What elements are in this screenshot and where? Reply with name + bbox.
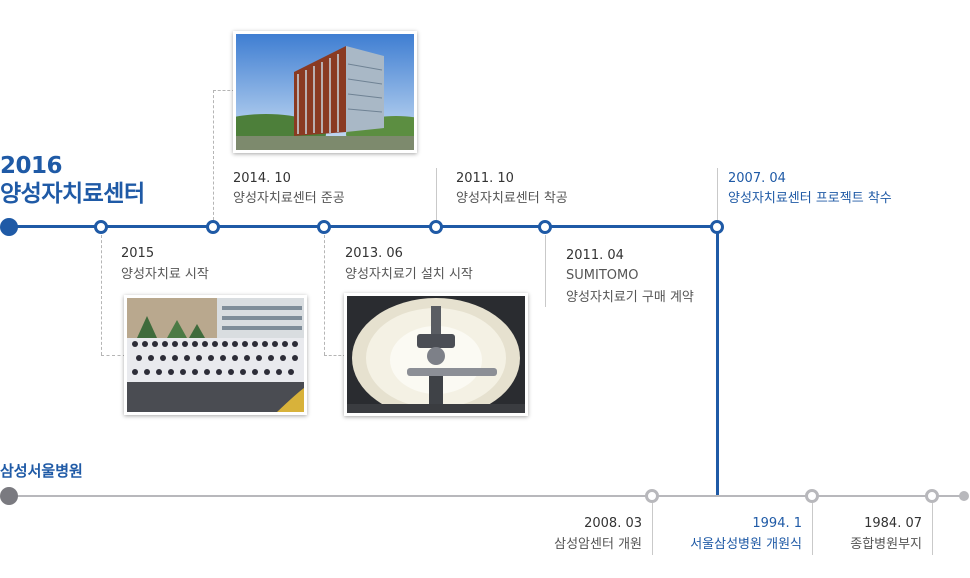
event-2007-04-date: 2007. 04 [728, 171, 786, 186]
bottom-timeline-end-dot [959, 491, 969, 501]
node-1994-1 [805, 489, 819, 503]
tick-2007-04 [717, 168, 718, 220]
connector-2015-h [101, 355, 126, 356]
top-timeline-start-dot [0, 218, 18, 236]
connector-2014-10-h [213, 90, 235, 91]
event-2011-10-date: 2011. 10 [456, 171, 514, 186]
node-2015 [94, 220, 108, 234]
event-2011-04-desc-line1: SUMITOMO [566, 268, 639, 283]
event-2008-03-date: 2008. 03 [584, 516, 642, 531]
node-1984-07 [925, 489, 939, 503]
event-2011-04-date: 2011. 04 [566, 248, 624, 263]
event-2015-date: 2015 [121, 246, 155, 261]
bottom-timeline-start-dot [0, 487, 18, 505]
node-2011-10 [429, 220, 443, 234]
tick-2008-03 [652, 503, 653, 555]
tick-1984-07 [932, 503, 933, 555]
event-1994-1-date: 1994. 1 [752, 516, 802, 531]
event-2008-03-desc: 삼성암센터 개원 [554, 537, 642, 552]
node-2007-04 [710, 220, 724, 234]
node-2008-03 [645, 489, 659, 503]
event-2014-10-desc: 양성자치료센터 준공 [233, 191, 345, 206]
event-1984-07-desc: 종합병원부지 [850, 537, 922, 552]
node-2013-06 [317, 220, 331, 234]
title-center-name: 양성자치료센터 [0, 181, 145, 207]
proton-therapy-machine-photo [344, 293, 528, 416]
event-2007-04-desc: 양성자치료센터 프로젝트 착수 [728, 191, 892, 206]
node-2014-10 [206, 220, 220, 234]
tick-2011-10 [436, 168, 437, 220]
tick-2011-04 [545, 235, 546, 307]
top-timeline-line [8, 225, 718, 228]
title-year: 2016 [0, 153, 63, 179]
connector-2015 [101, 235, 102, 355]
event-2011-04-desc-line2: 양성자치료기 구매 계약 [566, 290, 694, 305]
connector-vertical-line [716, 227, 719, 497]
node-2011-04 [538, 220, 552, 234]
event-2014-10-date: 2014. 10 [233, 171, 291, 186]
event-1994-1-desc: 서울삼성병원 개원식 [690, 537, 802, 552]
tick-1994-1 [812, 503, 813, 555]
hospital-timeline-title: 삼성서울병원 [0, 462, 83, 480]
event-2011-10-desc: 양성자치료센터 착공 [456, 191, 568, 206]
bottom-timeline-line [8, 495, 964, 497]
event-2015-desc: 양성자치료 시작 [121, 267, 209, 282]
event-2013-06-date: 2013. 06 [345, 246, 403, 261]
event-2013-06-desc: 양성자치료기 설치 시작 [345, 267, 473, 282]
connector-2013-06-h [324, 355, 346, 356]
connector-2014-10 [213, 90, 214, 220]
center-building-photo [233, 31, 417, 153]
connector-2013-06 [324, 235, 325, 355]
event-1984-07-date: 1984. 07 [864, 516, 922, 531]
staff-group-photo [124, 295, 307, 415]
